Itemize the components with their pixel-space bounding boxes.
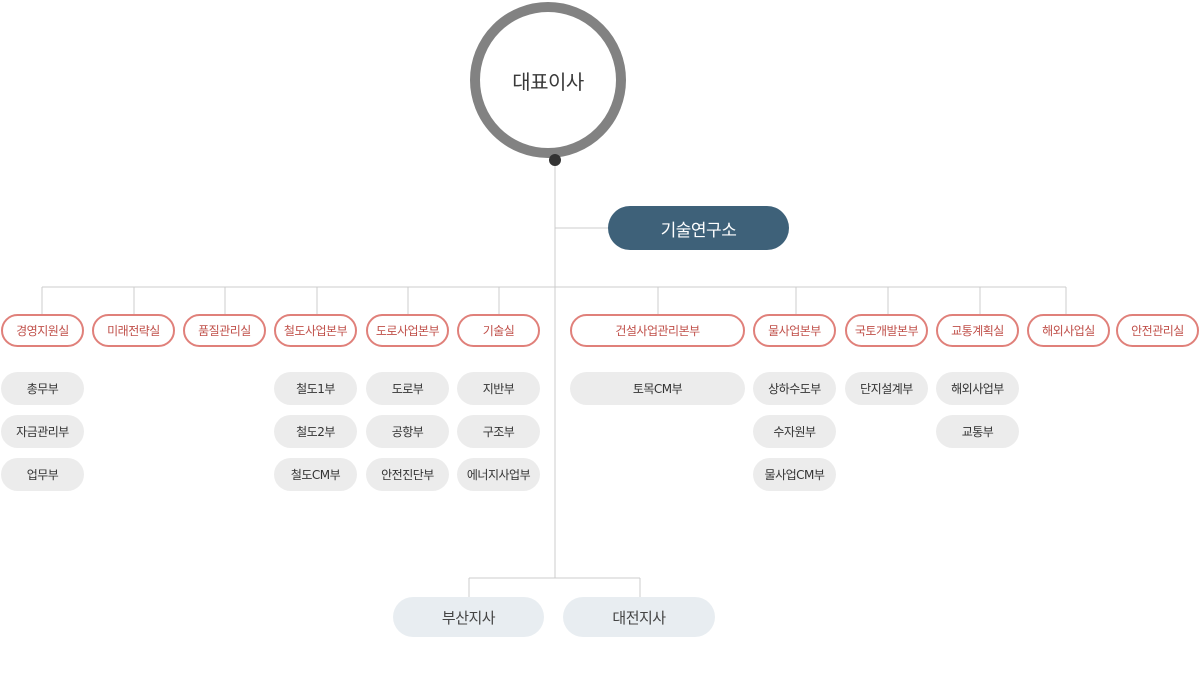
team-node: 수자원부 [753,415,836,448]
team-node: 철도CM부 [274,458,357,491]
branch-node: 대전지사 [563,597,715,637]
team-node: 상하수도부 [753,372,836,405]
team-node: 도로부 [366,372,449,405]
dept-node: 품질관리실 [183,314,266,347]
dept-node: 철도사업본부 [274,314,357,347]
team-node: 구조부 [457,415,540,448]
lab-node: 기술연구소 [608,206,789,250]
team-node: 철도2부 [274,415,357,448]
branch-node: 부산지사 [393,597,544,637]
dept-node: 교통계획실 [936,314,1019,347]
team-node: 총무부 [1,372,84,405]
dept-node: 물사업본부 [753,314,836,347]
team-node: 안전진단부 [366,458,449,491]
team-node: 자금관리부 [1,415,84,448]
dept-node: 도로사업본부 [366,314,449,347]
team-node: 토목CM부 [570,372,745,405]
team-node: 지반부 [457,372,540,405]
dept-node: 국토개발본부 [845,314,928,347]
team-node: 단지설계부 [845,372,928,405]
team-node: 공항부 [366,415,449,448]
dept-node: 미래전략실 [92,314,175,347]
team-node: 업무부 [1,458,84,491]
dept-node: 경영지원실 [1,314,84,347]
team-node: 해외사업부 [936,372,1019,405]
team-node: 에너지사업부 [457,458,540,491]
dept-node: 건설사업관리본부 [570,314,745,347]
team-node: 철도1부 [274,372,357,405]
dept-node: 안전관리실 [1116,314,1199,347]
team-node: 물사업CM부 [753,458,836,491]
ceo-connector-dot [549,154,561,166]
ceo-node: 대표이사 [470,2,626,158]
dept-node: 해외사업실 [1027,314,1110,347]
dept-node: 기술실 [457,314,540,347]
team-node: 교통부 [936,415,1019,448]
